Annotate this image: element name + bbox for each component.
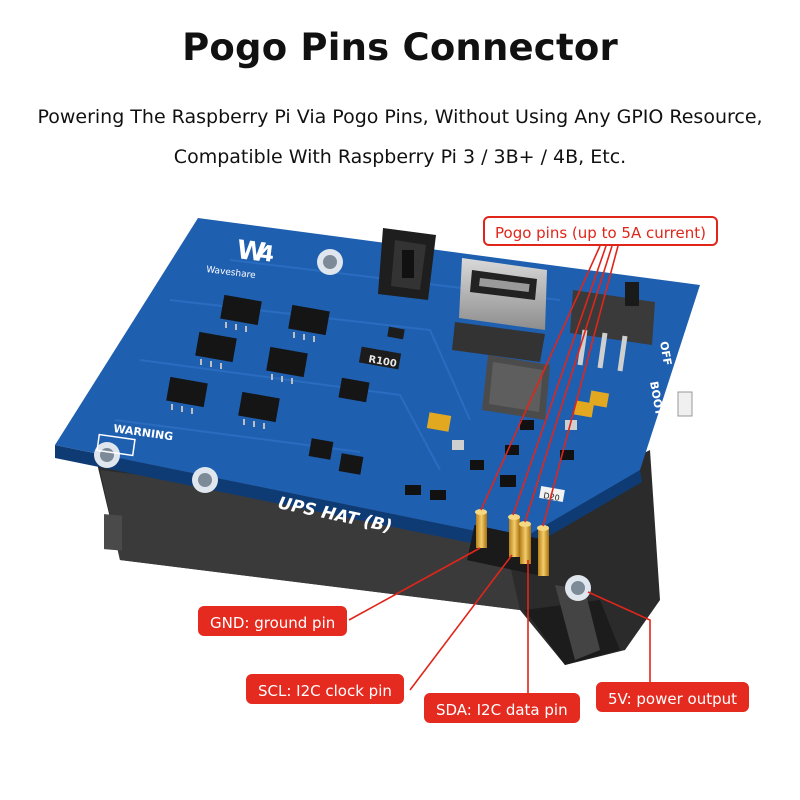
ic-chips [166, 294, 370, 475]
sda-callout: SDA: I2C data pin [424, 693, 580, 723]
scl-key: SCL: [258, 682, 292, 700]
scl-callout: SCL: I2C clock pin [246, 674, 404, 704]
page-title: Pogo Pins Connector [182, 26, 618, 69]
slide-switch: OFF BOOT [570, 282, 674, 417]
boot-button [677, 391, 693, 417]
resistor-label: R100 [367, 354, 397, 370]
pogo-pins-callout: Pogo pins (up to 5A current) [483, 216, 718, 246]
svg-text:W: W [235, 235, 267, 268]
sda-key: SDA: [436, 701, 472, 719]
subtitle-line-1: Powering The Raspberry Pi Via Pogo Pins,… [37, 106, 763, 128]
scl-desc: I2C clock pin [291, 682, 392, 700]
pogo-pins-callout-text: Pogo pins (up to 5A current) [495, 224, 706, 242]
sda-desc: I2C data pin [471, 701, 568, 719]
boot-label: BOOT [647, 380, 666, 417]
pogo-pin-gnd [476, 512, 487, 548]
v5-callout: 5V: power output [596, 682, 750, 712]
v5-desc: power output [631, 690, 738, 708]
usb-port [452, 258, 547, 362]
gnd-desc: ground pin [249, 614, 336, 632]
dc-jack [378, 228, 436, 300]
subtitle-line-2: Compatible With Raspberry Pi 3 / 3B+ / 4… [173, 146, 627, 168]
inductor [482, 355, 550, 420]
smd-parts [405, 420, 574, 500]
pogo-pins [467, 509, 549, 576]
svg-text:4: 4 [257, 241, 275, 268]
callout-lines [348, 245, 651, 693]
capacitors [426, 390, 610, 450]
mounting-holes [94, 249, 591, 601]
off-label: OFF [657, 340, 674, 366]
v5-key: 5V: [608, 690, 632, 708]
gnd-callout: GND: ground pin [198, 606, 348, 636]
ic-leads [171, 322, 315, 429]
pogo-pin-sda [520, 524, 531, 564]
pogo-pin-scl [509, 517, 520, 557]
shunt-resistor: R100 [358, 326, 405, 370]
pogo-pin-5v [538, 528, 549, 576]
gnd-key: GND: [210, 614, 250, 632]
warning-area: WARNING [96, 422, 174, 457]
